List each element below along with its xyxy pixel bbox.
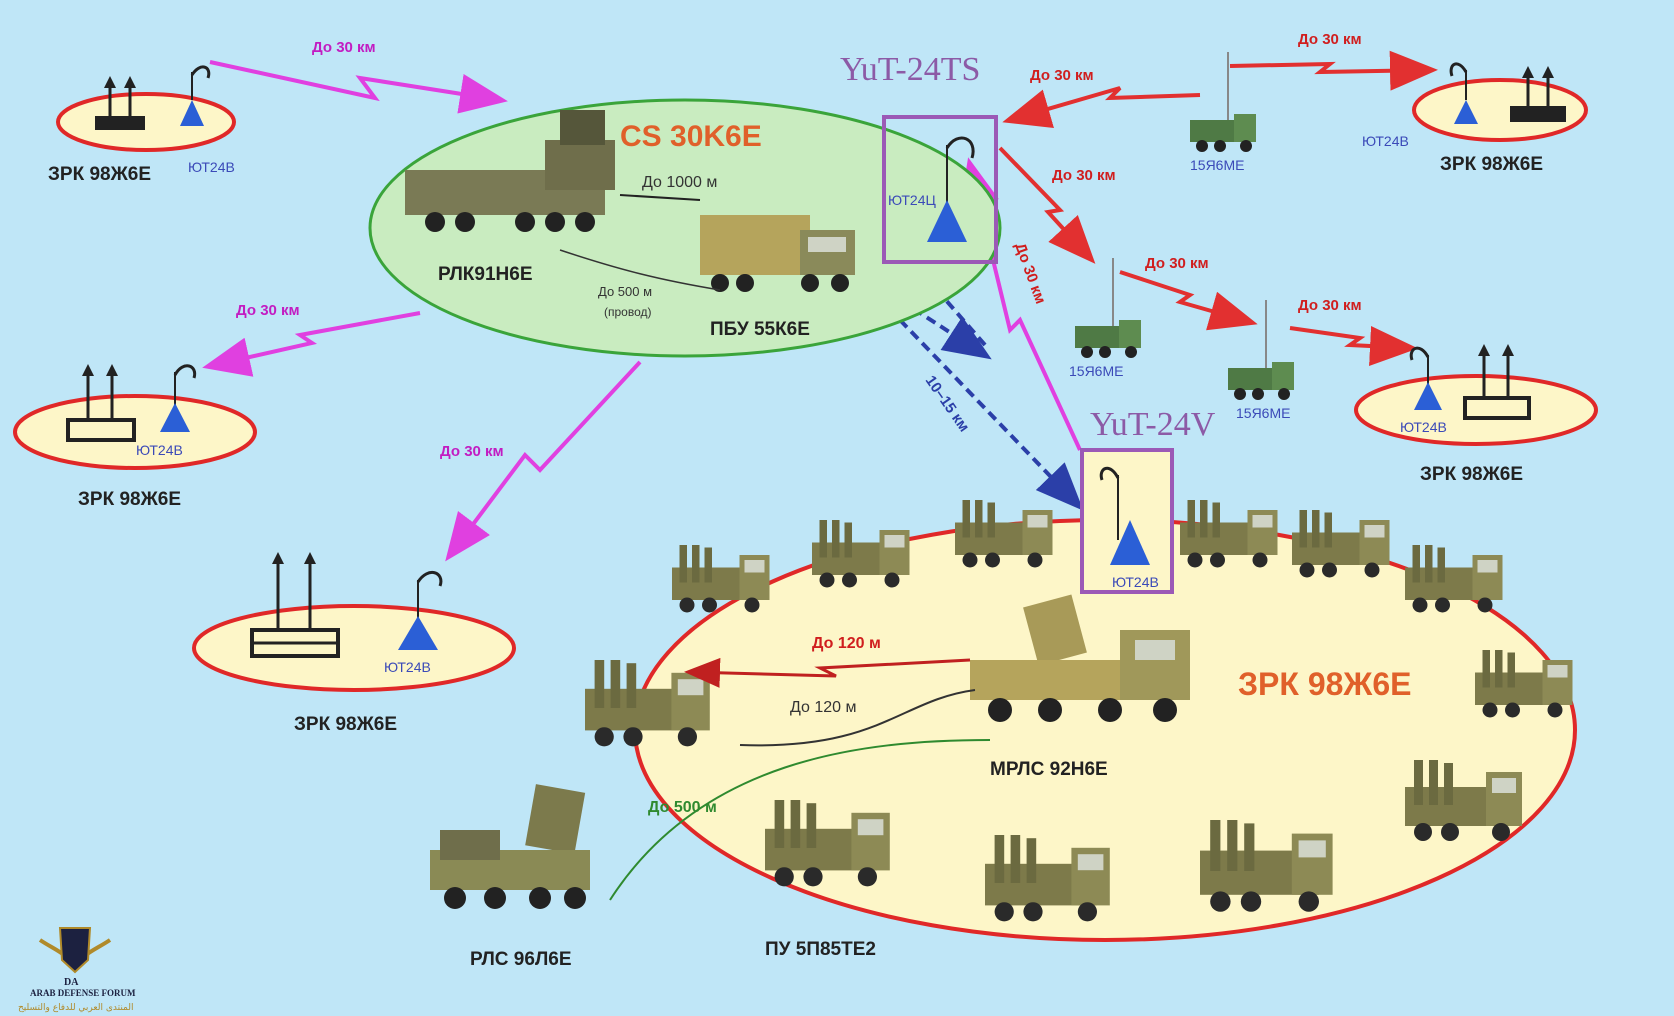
red-links: [998, 50, 1438, 366]
sam-battery: ЗРК 98Ж6Е МРЛС 92Н6Е: [585, 406, 1577, 942]
sam-node-4-antenna: ЮТ24В: [1362, 133, 1409, 149]
launcher-label: ПУ 5П85ТЕ2: [765, 939, 876, 960]
sam-node-5-label: ЗРК 98Ж6Е: [1420, 464, 1523, 485]
battery-wire-500: [609, 739, 991, 901]
logo-name: ARAB DEFENSE FORUM: [30, 988, 136, 998]
command-post: CS 30K6E РЛК91Н6Е ПБУ 55К6Е До 1000 м До…: [368, 98, 1002, 358]
rls-96l6e-truck: [430, 784, 590, 909]
cp-antenna-label: ЮТ24Ц: [888, 192, 936, 208]
battery-d120-a: До 120 м: [812, 635, 881, 652]
dist-label-8: До 30 км: [1298, 297, 1362, 314]
sam-node-1-antenna: ЮТ24В: [188, 159, 235, 175]
dist-label-5: До 30 км: [1298, 31, 1362, 48]
battery-title: ЗРК 98Ж6Е: [1238, 666, 1411, 702]
sam-node-1-label: ЗРК 98Ж6Е: [48, 164, 151, 185]
relay-2-label: 15Я6МЕ: [1069, 363, 1123, 379]
logo-arabic: المنتدى العربي للدفاع والتسليح: [18, 1003, 133, 1013]
sam-node-3-antenna: ЮТ24В: [384, 659, 431, 675]
arab-defense-forum-logo: DA ARAB DEFENSE FORUM المنتدى العربي للد…: [18, 927, 136, 1013]
link-blue-3: [898, 318, 1084, 511]
sam-node-5-antenna: ЮТ24В: [1400, 419, 1447, 435]
pbu-55k6e-label: ПБУ 55К6Е: [710, 319, 810, 340]
dist-label-1: До 30 км: [312, 39, 376, 56]
dist-label-4: До 30 км: [1030, 67, 1094, 84]
relay-3: 15Я6МЕ: [1227, 299, 1295, 421]
sam-node-2-antenna: ЮТ24В: [136, 442, 183, 458]
sam-node-2-label: ЗРК 98Ж6Е: [78, 489, 181, 510]
logo-initials: DA: [64, 977, 79, 988]
relay-1: 15Я6МЕ: [1189, 51, 1257, 173]
sam-node-4-label: ЗРК 98Ж6Е: [1440, 154, 1543, 175]
link-cp-to-sam3: [445, 360, 642, 562]
link-relay2-to-relay3: [1119, 270, 1258, 331]
rls-label: РЛС 96Л6Е: [470, 949, 572, 970]
battery-link-120-red: [684, 657, 971, 688]
dist-label-10: 10–15 км: [922, 373, 973, 436]
radar-91n6e-truck: [405, 110, 615, 232]
link-relay3-to-sam5: [1289, 326, 1418, 366]
cp-title: CS 30K6E: [620, 120, 762, 153]
sam-node-2: ЗРК 98Ж6Е ЮТ24В: [13, 364, 257, 510]
dist-label-6: До 30 км: [1052, 167, 1116, 184]
dist-label-2: До 30 км: [236, 302, 300, 319]
link-ts-to-relay2: [998, 146, 1096, 264]
callout-bottom-title: YuT-24V: [1090, 406, 1216, 443]
battery-d500: До 500 м: [648, 799, 717, 816]
pbu-55k6e-truck: [700, 215, 855, 292]
callout-yut24ts: YuT-24TS ЮТ24Ц: [840, 51, 998, 264]
callout-top-title: YuT-24TS: [840, 51, 980, 88]
sam-node-1: ЗРК 98Ж6Е ЮТ24В: [48, 65, 236, 185]
relay-3-label: 15Я6МЕ: [1236, 405, 1290, 421]
sam-node-3-label: ЗРК 98Ж6Е: [294, 714, 397, 735]
sam-node-5: ЗРК 98Ж6Е ЮТ24В: [1354, 344, 1598, 485]
cp-link-label: До 1000 м: [642, 174, 717, 191]
battery-d120-b: До 120 м: [790, 699, 857, 716]
battery-wire-120: [739, 689, 976, 747]
mrls-label: МРЛС 92Н6Е: [990, 759, 1108, 780]
dist-label-7: До 30 км: [1145, 255, 1209, 272]
link-sam1-to-cp: [209, 60, 508, 114]
radar-91n6e-label: РЛК91Н6Е: [438, 264, 533, 285]
battery-antenna-label: ЮТ24В: [1112, 574, 1159, 590]
dist-label-3: До 30 км: [440, 443, 504, 460]
sam-node-4: ЗРК 98Ж6Е ЮТ24В: [1362, 62, 1588, 175]
link-cp-to-sam2: [202, 311, 421, 377]
shield-icon: [58, 927, 92, 974]
relay-1-label: 15Я6МЕ: [1190, 157, 1244, 173]
callout-yut24v: YuT-24V ЮТ24В: [1080, 406, 1216, 594]
link-relay1-to-sam4: [1229, 50, 1438, 91]
mrls-92n6e-truck: [970, 594, 1190, 722]
cp-wire-label-1: До 500 м: [598, 284, 652, 299]
dist-label-9: До 30 км: [1011, 241, 1049, 307]
sam-node-3: ЗРК 98Ж6Е ЮТ24В: [192, 552, 516, 735]
relay-2: 15Я6МЕ: [1069, 257, 1142, 379]
cp-wire-label-2: (провод): [604, 305, 652, 319]
link-relay1-to-ts: [1002, 86, 1201, 129]
